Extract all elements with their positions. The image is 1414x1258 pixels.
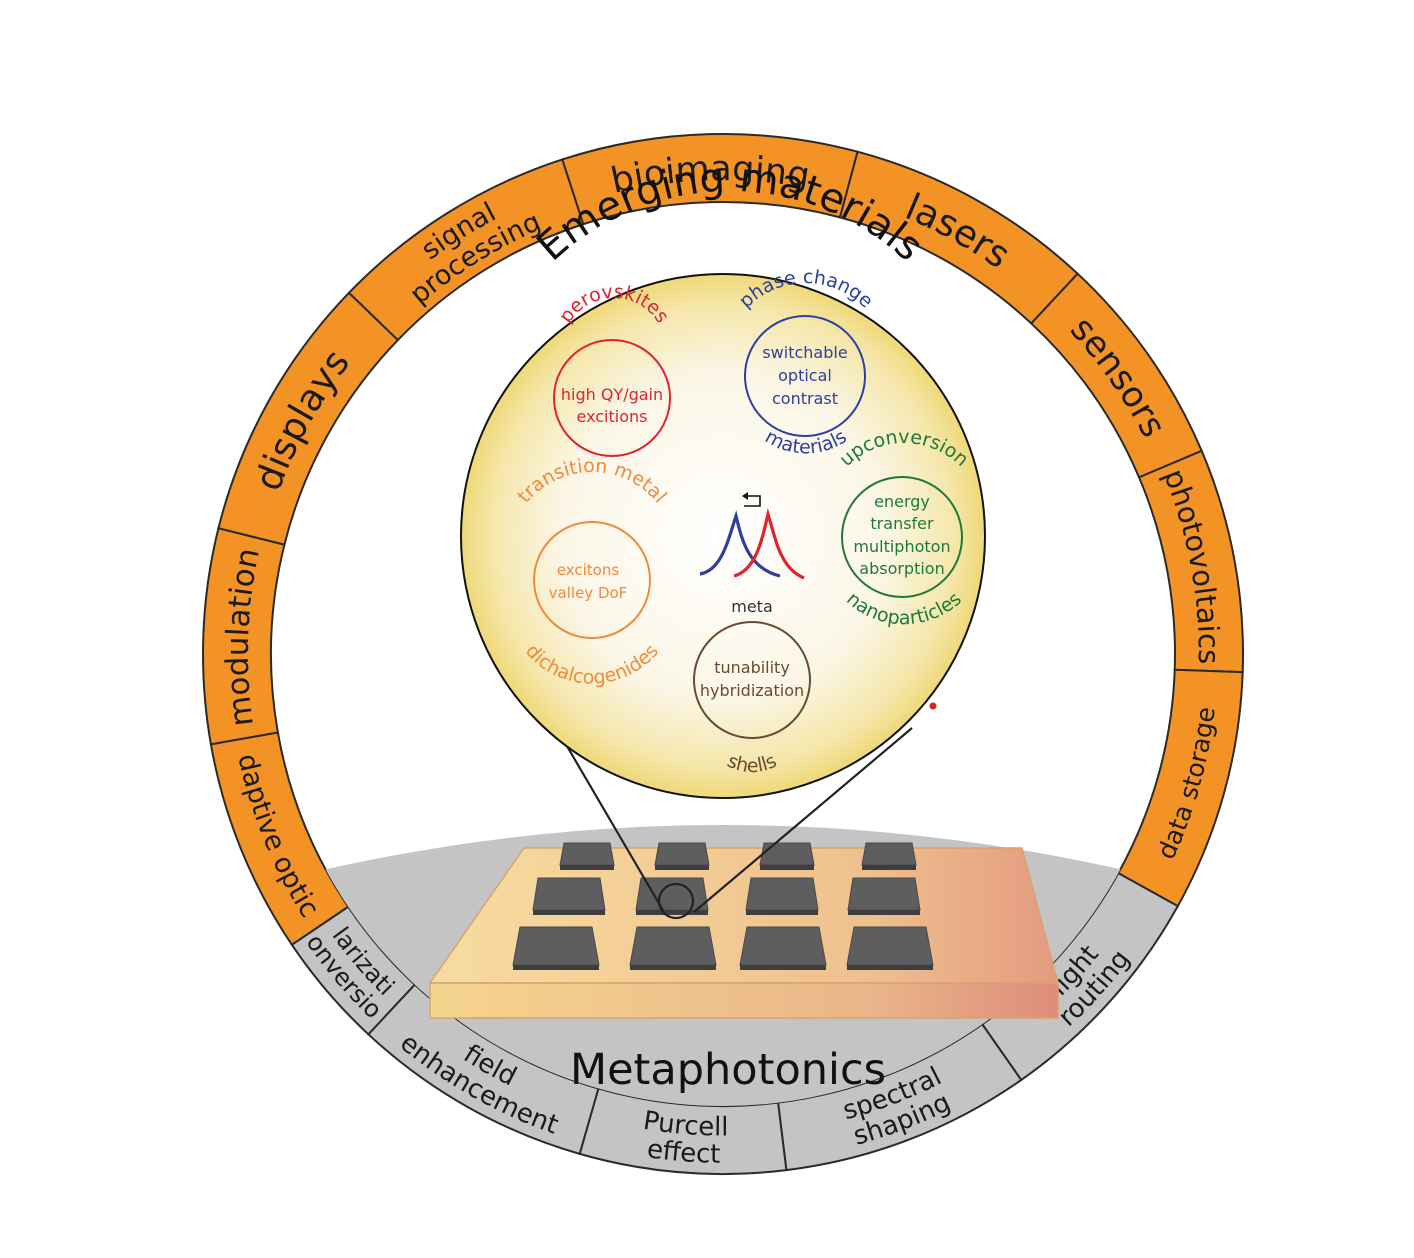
pillar-side-r1-c3 <box>760 865 814 870</box>
material-meta-shells: meta shells tunability hybridization <box>693 597 811 777</box>
pillar-r3-c3 <box>739 926 827 966</box>
phase-change-line-2: optical <box>778 366 832 385</box>
perovskites-line-1: high QY/gain <box>561 385 663 404</box>
pillar-side-r2-c1 <box>533 910 605 915</box>
pillar-r1-c1 <box>559 842 615 866</box>
substrate-front <box>429 982 1059 1019</box>
upconversion-circle <box>841 476 963 598</box>
pillar-side-r3-c1 <box>513 965 599 970</box>
ring-polarization-conversion-label-1: polarization <box>0 0 400 1001</box>
pillar-r2-c1 <box>532 877 606 911</box>
resonance-peaks-icon <box>699 492 805 580</box>
pillar-r2-c3 <box>745 877 819 911</box>
ring-purcell-effect-label-2: effect <box>645 1134 720 1170</box>
upconversion-line-4: absorption <box>859 559 944 578</box>
pillar-r3-c1 <box>512 926 600 966</box>
pillar-r2-c4 <box>847 877 921 911</box>
zoom-circle <box>657 882 695 920</box>
shift-arrow-head <box>742 492 748 500</box>
pillar-r1-c4 <box>861 842 917 866</box>
meta-shells-circle <box>693 621 811 739</box>
pillar-r3-c4 <box>846 926 934 966</box>
tmd-line-2: valley DoF <box>549 584 628 602</box>
pillar-side-r3-c4 <box>847 965 933 970</box>
upconversion-line-2: transfer <box>870 514 934 533</box>
pillar-r1-c2 <box>654 842 710 866</box>
phase-change-line-3: contrast <box>772 389 838 408</box>
tmd-circle <box>533 521 651 639</box>
pillar-grid <box>512 842 934 970</box>
marker-dot <box>929 702 937 710</box>
phase-change-circle <box>744 315 866 437</box>
blue-peak <box>699 510 781 578</box>
zoom-line-right <box>693 727 913 913</box>
shift-arrow <box>744 495 761 507</box>
pillar-r1-c3 <box>759 842 815 866</box>
bubble-outline <box>460 273 986 799</box>
pillar-side-r1-c2 <box>655 865 709 870</box>
meta-label: meta <box>731 597 773 616</box>
pillar-side-r2-c2 <box>636 910 708 915</box>
pillar-r3-c2 <box>629 926 717 966</box>
pillar-side-r3-c3 <box>740 965 826 970</box>
pillar-side-r1-c1 <box>560 865 614 870</box>
tmd-line-1: excitons <box>557 561 620 579</box>
perovskites-circle <box>553 339 671 457</box>
meta-shells-line-2: hybridization <box>700 681 804 700</box>
phase-change-line-1: switchable <box>762 343 847 362</box>
pillar-side-r2-c4 <box>848 910 920 915</box>
pillar-side-r3-c2 <box>630 965 716 970</box>
metasurface-substrate <box>428 842 1059 1019</box>
red-peak <box>733 507 805 580</box>
materials-bubble <box>460 273 986 799</box>
pillar-side-r2-c3 <box>746 910 818 915</box>
title-metaphotonics: Metaphotonics <box>570 1045 886 1095</box>
upconversion-line-3: multiphoton <box>853 537 950 556</box>
perovskites-line-2: excitions <box>577 407 648 426</box>
meta-shells-line-1: tunability <box>714 658 790 677</box>
pillar-side-r1-c4 <box>862 865 916 870</box>
upconversion-line-1: energy <box>874 492 930 511</box>
